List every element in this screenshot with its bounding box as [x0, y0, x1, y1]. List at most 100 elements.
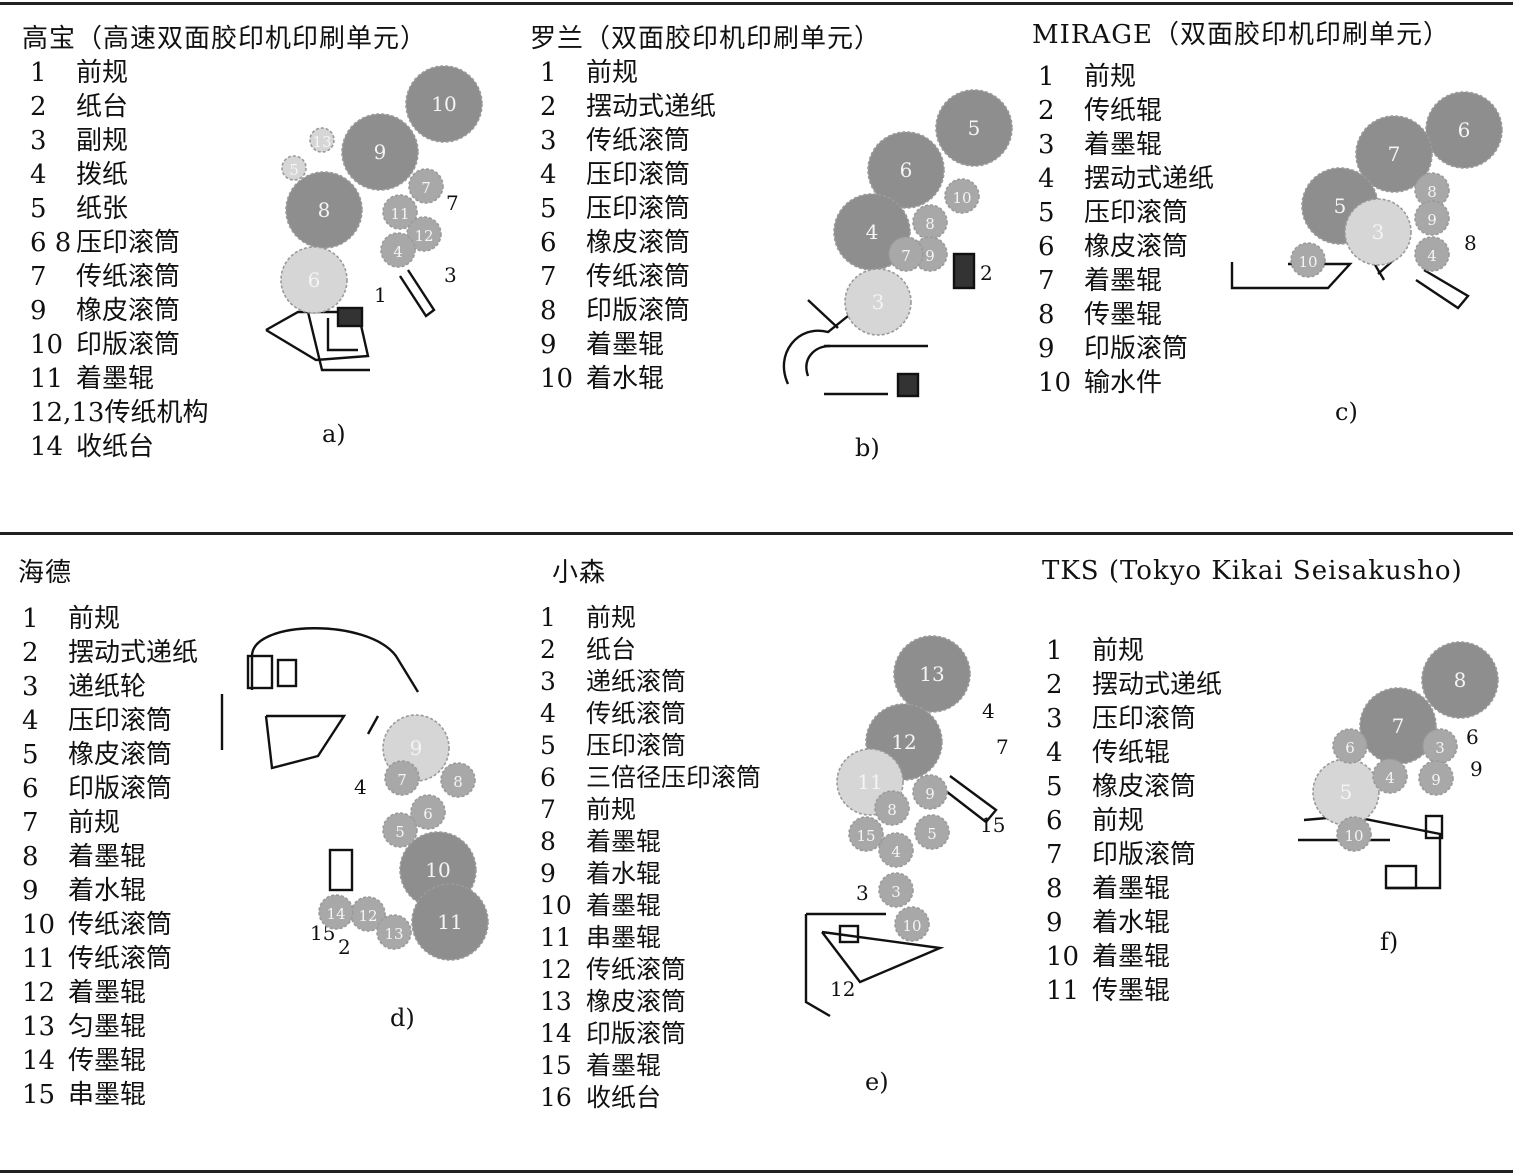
frame-block [328, 848, 354, 892]
legend-item-label: 前规 [586, 603, 637, 632]
cylinder-6 [867, 131, 945, 209]
legend-item-label: 印版滚筒 [586, 1019, 687, 1048]
legend-item-label: 橡皮滚筒 [68, 740, 173, 770]
panel-b-title: 罗兰（双面胶印机印刷单元） [530, 24, 882, 54]
legend-item-number: 12 [22, 978, 56, 1008]
cylinder-label: 9 [925, 785, 935, 803]
cylinder-label: 6 [423, 805, 433, 823]
legend-item-number: 4 [22, 706, 39, 736]
cylinder-label: 13 [919, 662, 944, 686]
cylinder-3 [1344, 198, 1412, 266]
callout-number: 6 [1466, 725, 1479, 749]
cylinder-10 [1336, 816, 1372, 852]
legend-item-label: 着墨辊 [76, 364, 155, 394]
cylinder-12 [406, 216, 442, 252]
legend-item-number: 1 [1046, 636, 1063, 666]
cylinder-14 [318, 894, 354, 930]
legend-item-label: 前规 [76, 58, 129, 88]
cylinder-label: 10 [431, 92, 456, 116]
cylinder-3 [844, 268, 912, 336]
legend-item-number: 6 [22, 774, 39, 804]
frame-path [805, 344, 831, 377]
legend-item-number: 10 [30, 330, 64, 360]
legend-item-number: 6 [1038, 232, 1055, 262]
frame-block [1424, 814, 1444, 840]
legend-item-number: 9 [30, 296, 47, 326]
legend-item-label: 压印滚筒 [68, 706, 173, 736]
legend-item-number: 9 [540, 859, 556, 888]
cylinder-6 [1425, 91, 1503, 169]
legend-item-label: 橡皮滚筒 [586, 987, 687, 1016]
legend-item-number: 9 [1038, 334, 1055, 364]
cylinder-label: 10 [1344, 827, 1363, 845]
legend-item-label: 前规 [68, 604, 121, 634]
legend-item-label: 前规 [586, 795, 637, 824]
frame-line [821, 930, 945, 984]
legend-item-number: 11 [1046, 976, 1080, 1006]
cylinder-label: 8 [318, 198, 331, 222]
legend-item-number: 3 [1046, 704, 1063, 734]
legend-item-number: 2 [540, 635, 556, 664]
callout-number: 4 [982, 699, 995, 723]
legend-item-label: 印版滚筒 [1092, 840, 1197, 870]
frame-line [804, 914, 831, 1018]
legend-item-label: 着墨辊 [1092, 874, 1171, 904]
legend-item-number: 6 8 [30, 228, 72, 258]
cylinder-9 [1418, 760, 1454, 796]
panel-d-title: 海德 [18, 558, 73, 588]
legend-item-number: 11 [30, 364, 64, 394]
cylinder-label: 6 [1345, 739, 1355, 757]
cylinder-8 [285, 171, 363, 249]
legend-item-number: 12,13 [30, 398, 105, 428]
callout-number: 12 [830, 977, 855, 1001]
cylinder-label: 5 [1340, 780, 1353, 804]
legend-item-label: 摆动式递纸 [1092, 670, 1223, 700]
legend-item-label: 着墨辊 [586, 827, 662, 856]
legend-item-label: 传纸辊 [1084, 96, 1163, 126]
cylinder-7 [888, 236, 924, 272]
legend-item-label: 串墨辊 [586, 923, 662, 952]
cylinder-label: 5 [1334, 194, 1347, 218]
legend-item-number: 1 [30, 58, 47, 88]
cylinder-9 [341, 113, 419, 191]
legend-item: 1 前规 [30, 56, 208, 90]
cylinder-label: 12 [414, 227, 433, 245]
legend-item-label: 传纸滚筒 [586, 126, 691, 156]
cylinder-4 [1372, 758, 1408, 794]
cylinder-label: 3 [891, 883, 901, 901]
cylinder-13 [893, 635, 971, 713]
cylinder-10 [894, 906, 930, 942]
callout-number: 4 [354, 775, 367, 799]
cylinder-label: 8 [925, 215, 935, 233]
frame-block [336, 306, 364, 328]
legend-item-label: 串墨辊 [68, 1080, 147, 1110]
cylinder-label: 7 [421, 179, 431, 197]
legend-item-label: 前规 [1084, 62, 1137, 92]
legend-item-number: 10 [540, 364, 574, 394]
legend-item-number: 8 [1046, 874, 1063, 904]
cylinder-label: 4 [1385, 769, 1395, 787]
legend-item-number: 8 [540, 827, 556, 856]
legend-item-number: 15 [22, 1080, 56, 1110]
frame-line [398, 269, 436, 318]
legend-item-number: 16 [540, 1083, 572, 1112]
cylinder-label: 5 [927, 825, 937, 843]
